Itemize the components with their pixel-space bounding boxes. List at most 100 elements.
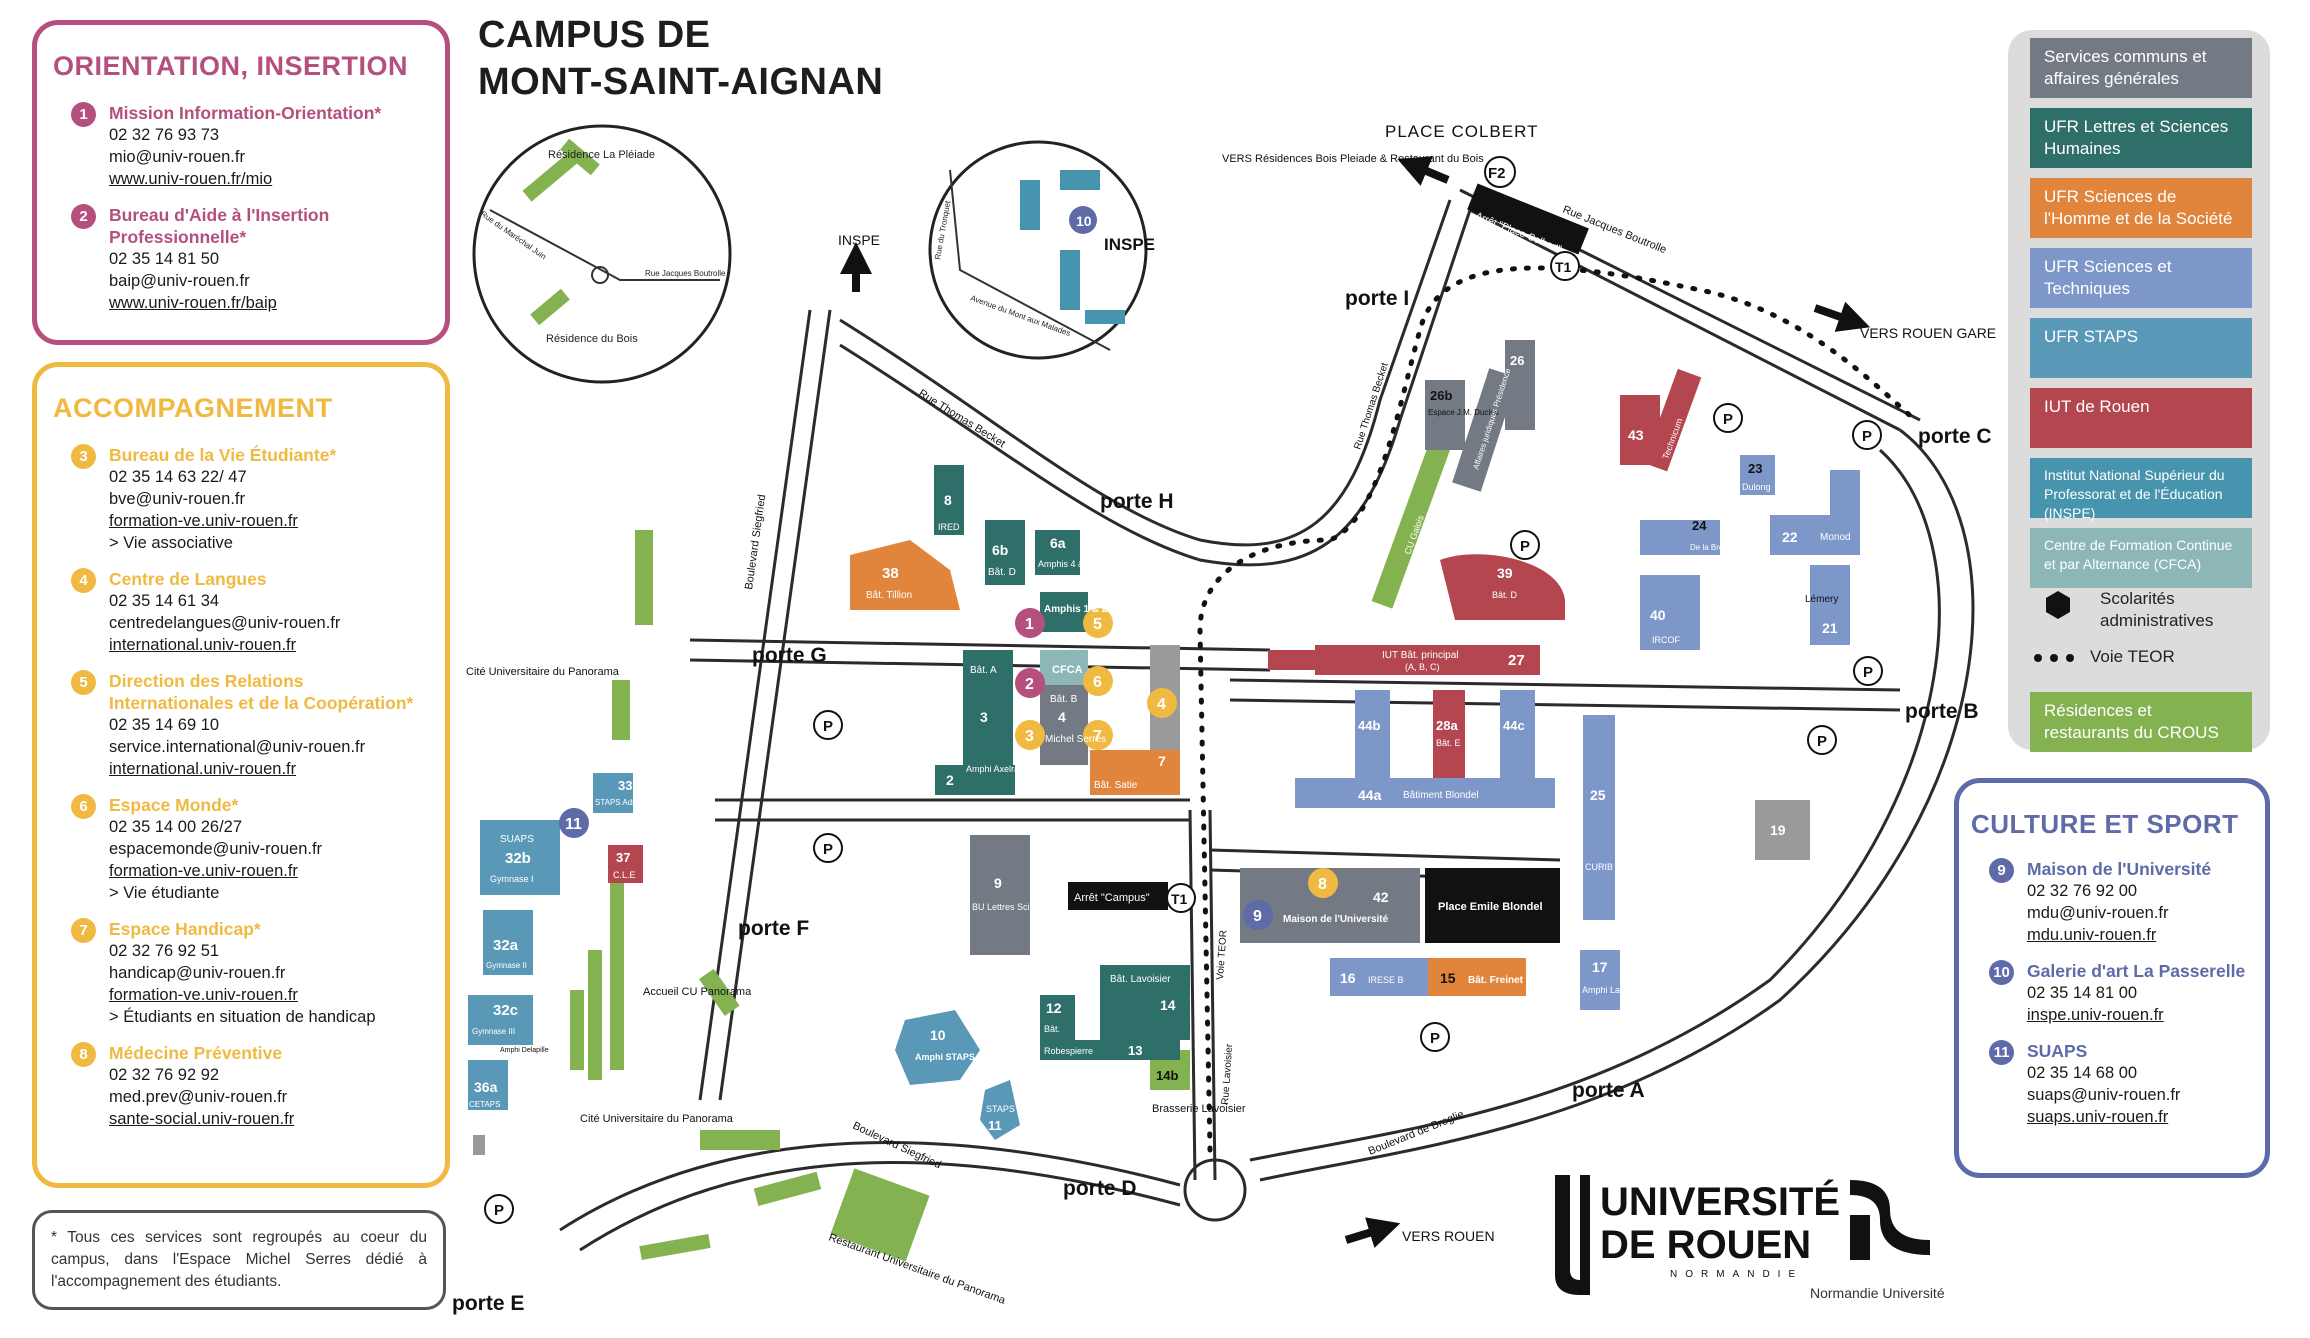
- univ-logo-line3: NORMANDIE: [1670, 1269, 1804, 1280]
- service-link[interactable]: sante-social.univ-rouen.fr: [109, 1110, 295, 1128]
- service-link[interactable]: suaps.univ-rouen.fr: [2027, 1108, 2169, 1126]
- label-amphi-del: Amphi Delapille: [500, 1047, 549, 1054]
- parking-icon: [1713, 403, 1743, 433]
- label-b43: 43: [1628, 427, 1644, 443]
- service-link[interactable]: international.univ-rouen.fr: [109, 636, 297, 654]
- marker-7-num: 7: [1093, 728, 1102, 745]
- label-staps-admin: STAPS Admin.: [595, 798, 647, 807]
- service-link[interactable]: www.univ-rouen.fr/baip: [109, 294, 277, 312]
- label-b38: 38: [882, 565, 899, 582]
- service-link[interactable]: mdu.univ-rouen.fr: [2027, 926, 2157, 944]
- label-axelrad: Amphi Axelrad: [966, 764, 1024, 774]
- label-ired: IRED: [938, 522, 960, 532]
- rue-becket-label: Rue Thomas Becket: [916, 387, 1007, 450]
- building-6a: [1035, 530, 1080, 575]
- service-name: Mission Information-Orientation*: [109, 103, 382, 123]
- building-27-wing: [1268, 650, 1318, 670]
- service-link[interactable]: formation-ve.univ-rouen.fr: [109, 862, 298, 880]
- building-15: [1428, 958, 1526, 996]
- marker-1-num: 1: [1025, 616, 1034, 633]
- service-extra: > Étudiants en situation de handicap: [109, 1008, 376, 1026]
- arret-campus-sign: [1068, 882, 1168, 910]
- building-affaires: [1452, 368, 1518, 492]
- service-contact: centredelangues@univ-rouen.fr: [109, 614, 341, 632]
- service-number-badge: 3: [71, 444, 96, 469]
- label-b6bs: Bât. D: [988, 567, 1016, 578]
- service-link[interactable]: inspe.univ-rouen.fr: [2027, 1006, 2164, 1024]
- label-michel: Michel Serres: [1045, 734, 1106, 745]
- parking-letter: P: [494, 1202, 504, 1219]
- f2-label: F2: [1488, 165, 1506, 182]
- t1-stop: [1550, 251, 1580, 281]
- service-link[interactable]: formation-ve.univ-rouen.fr: [109, 986, 298, 1004]
- label-b32b: 32b: [505, 850, 531, 867]
- label-b6as: Amphis 4 & 5: [1038, 559, 1092, 569]
- marker-5: [1083, 608, 1113, 638]
- inset-building: [522, 152, 578, 202]
- road-boutrolle-inner: [1469, 208, 1901, 432]
- building-amphis12: [1040, 592, 1088, 632]
- porte-d: porte D: [1063, 1177, 1137, 1200]
- building-27: [1315, 645, 1540, 675]
- parking-letter: P: [1430, 1030, 1440, 1047]
- scolarite-hexagon-icon: [2046, 591, 2070, 619]
- roads: [559, 188, 1975, 1252]
- teor-dot-icon: [2066, 654, 2074, 662]
- parking-letter: P: [1863, 664, 1873, 681]
- service-number-badge: 4: [71, 568, 96, 593]
- label-iut: IUT Bât. principal: [1382, 650, 1459, 661]
- marker-8: [1308, 868, 1338, 898]
- marker-3-num: 3: [1025, 728, 1034, 745]
- road-siegfried-south: [559, 1140, 1181, 1232]
- service-contact: 02 35 14 68 00: [2027, 1064, 2138, 1082]
- building-11: [980, 1080, 1020, 1140]
- porte-h: porte H: [1100, 490, 1174, 513]
- inset-marker-10: [1069, 206, 1097, 234]
- inset-road: [489, 209, 720, 281]
- label-b9: 9: [994, 875, 1002, 891]
- building-39: [1440, 554, 1565, 620]
- arret-colbert-sign: [1467, 183, 1589, 255]
- road-outer-east-inner: [1249, 448, 1941, 1162]
- arrow-gare-icon: [1813, 301, 1871, 332]
- label-amphi-staps: Amphi STAPS: [915, 1052, 975, 1062]
- crous-building: [753, 1171, 822, 1206]
- label-b25: 25: [1590, 787, 1606, 803]
- marker-1: [1015, 608, 1045, 638]
- building-14: [1100, 965, 1190, 1040]
- service-link[interactable]: formation-ve.univ-rouen.fr: [109, 512, 298, 530]
- service-number-badge: 9: [1989, 858, 2014, 883]
- rue-lavoisier-label: Rue Lavoisier: [1220, 1043, 1235, 1105]
- road-outer-east: [1259, 428, 1975, 1182]
- label-b8: 8: [944, 492, 952, 508]
- crous-buildings: [570, 441, 1451, 1262]
- service-link[interactable]: www.univ-rouen.fr/mio: [109, 170, 273, 188]
- title-line1: CAMPUS DE: [478, 14, 711, 56]
- label-lavoisier: Bât. Lavoisier: [1110, 974, 1171, 985]
- resto-panorama-label: Restaurant Universitaire du Panorama: [827, 1232, 1008, 1308]
- service-number-badge: 10: [1989, 960, 2014, 985]
- service-link[interactable]: international.univ-rouen.fr: [109, 760, 297, 778]
- service-contact: 02 35 14 00 26/27: [109, 818, 243, 836]
- label-b38s: Bât. Tillion: [866, 590, 912, 601]
- f2-stop: [1484, 156, 1516, 188]
- buildings: [468, 340, 1860, 1155]
- label-b10: 10: [930, 1027, 946, 1043]
- label-b40: 40: [1650, 607, 1666, 623]
- arret-campus-label: Arrêt "Campus": [1074, 892, 1150, 904]
- parking-markers: [484, 403, 1883, 1224]
- legend-item: UFR Lettres et Sciences Humaines: [2030, 108, 2252, 168]
- label-freinet: Bât. Freinet: [1468, 975, 1524, 986]
- legend-crous: Résidences et restaurants du CROUS: [2030, 692, 2252, 752]
- inset-building: [1060, 170, 1100, 190]
- crous-building: [1371, 441, 1451, 609]
- cite-panorama-label-2: Cité Universitaire du Panorama: [580, 1113, 734, 1125]
- service-contact: mio@univ-rouen.fr: [109, 148, 245, 166]
- service-number-badge: 6: [71, 794, 96, 819]
- parking-letter: P: [1520, 538, 1530, 555]
